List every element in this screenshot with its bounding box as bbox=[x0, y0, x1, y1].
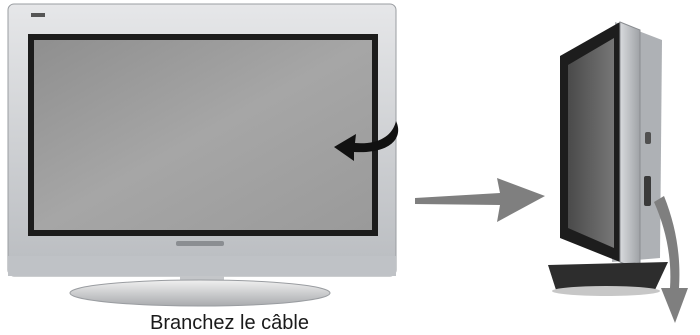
arrow-right-icon bbox=[415, 178, 545, 222]
front-view-tv bbox=[8, 4, 396, 306]
side-tv-stand-shadow bbox=[552, 286, 660, 296]
tv-screen bbox=[34, 40, 372, 230]
tv-stand-base bbox=[70, 280, 330, 306]
side-tv-side-panel bbox=[620, 22, 640, 270]
side-tv-connector bbox=[644, 176, 651, 206]
tv-badge bbox=[31, 13, 45, 17]
instruction-caption: Branchez le câble bbox=[150, 311, 370, 335]
side-view-tv bbox=[548, 22, 668, 296]
side-tv-screen bbox=[568, 38, 614, 248]
side-tv-button bbox=[645, 132, 651, 144]
tv-lower-frame bbox=[8, 256, 396, 276]
tv-brand-logo bbox=[176, 241, 224, 246]
